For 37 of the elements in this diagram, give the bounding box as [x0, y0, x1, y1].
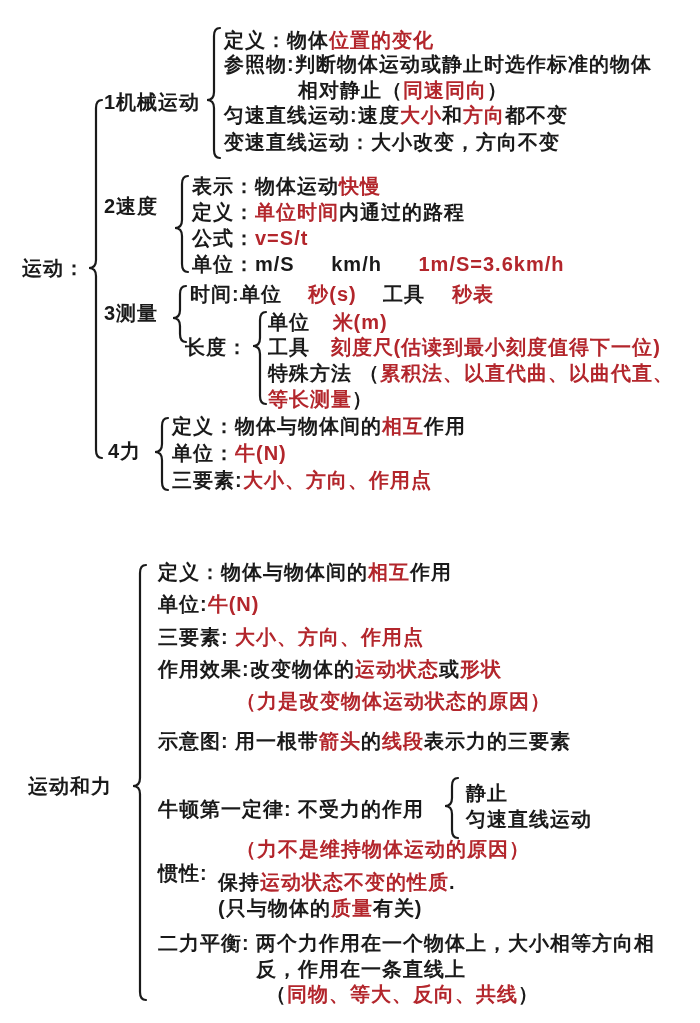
item-text: 工具 刻度尺(估读到最小刻度值得下一位) — [268, 335, 661, 360]
note-text: (只与物体的质量有关) — [218, 896, 423, 921]
item-text: 单位：m/S km/h 1m/S=3.6km/h — [192, 252, 565, 277]
item-text: 参照物:判断物体运动或静止时选作标准的物体相对静止（同速同向） — [224, 52, 653, 103]
subtopic-label: 4力 — [108, 439, 142, 464]
item-text: 定义：物体位置的变化 — [224, 28, 434, 53]
item-text: 惯性: — [158, 861, 208, 886]
item-text: 二力平衡: 两个力作用在一个物体上，大小相等方向相反，作用在一条直线上 — [158, 931, 657, 982]
item-text: 变速直线运动：大小改变，方向不变 — [224, 130, 560, 155]
item-text: 示意图: 用一根带箭头的线段表示力的三要素 — [158, 729, 572, 754]
item-text: 长度： — [185, 335, 248, 360]
item-text: 表示：物体运动快慢 — [192, 174, 381, 199]
item-text: 时间:单位 秒(s) 工具 秒表 — [190, 282, 494, 307]
item-text: 匀速直线运动 — [466, 807, 592, 832]
note-text: （力是改变物体运动状态的原因） — [236, 689, 551, 714]
note-text: （同物、等大、反向、共线） — [266, 982, 539, 1007]
item-text: 牛顿第一定律: 不受力的作用 — [158, 797, 425, 822]
note-text: （力不是维持物体运动的原因） — [236, 837, 530, 862]
topic-label: 运动： — [22, 256, 85, 281]
item-text: 定义：物体与物体间的相互作用 — [172, 414, 466, 439]
item-text: 三要素:大小、方向、作用点 — [172, 468, 432, 493]
item-text: 作用效果:改变物体的运动状态或形状 — [158, 657, 502, 682]
item-text: 定义：单位时间内通过的路程 — [192, 200, 465, 225]
item-text: 公式：v=S/t — [192, 226, 309, 251]
item-text: 定义：物体与物体间的相互作用 — [158, 560, 452, 585]
subtopic-label: 3测量 — [104, 301, 159, 326]
item-text: 匀速直线运动:速度大小和方向都不变 — [224, 103, 568, 128]
subtopic-label: 1机械运动 — [104, 90, 201, 115]
item-text: 保持运动状态不变的性质. — [218, 870, 456, 895]
topic-label: 运动和力 — [28, 774, 112, 799]
item-text: 单位：牛(N) — [172, 441, 287, 466]
item-text: 静止 — [466, 781, 508, 806]
item-text: 单位:牛(N) — [158, 592, 260, 617]
subtopic-label: 2速度 — [104, 194, 159, 219]
item-text: 单位 米(m) — [268, 310, 388, 335]
item-text: 三要素: 大小、方向、作用点 — [158, 625, 425, 650]
item-text: 特殊方法 （累积法、以直代曲、以曲代直、等长测量） — [268, 361, 675, 412]
